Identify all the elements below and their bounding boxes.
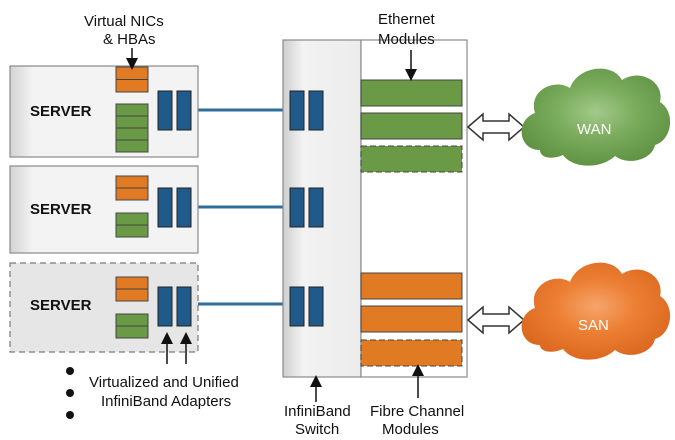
infiniband-adapter-port: [157, 187, 173, 228]
more-servers-ellipsis: [66, 367, 74, 419]
fibre-channel-module-virtual: [360, 339, 463, 367]
fibre-channel-module: [360, 272, 463, 300]
virtual-nics-label-line2: & HBAs: [103, 31, 156, 48]
connection-lines: [197, 108, 283, 306]
infiniband-adapter-port: [157, 286, 173, 327]
infiniband-adapter-port: [176, 90, 192, 131]
san-label: SAN: [578, 317, 609, 334]
switch-port: [308, 90, 324, 131]
fibre-channel-label-line2: Modules: [382, 421, 439, 438]
infiniband-switch: [282, 39, 362, 378]
switch-port: [308, 187, 324, 228]
adapters-label-line2: InfiniBand Adapters: [101, 393, 231, 410]
ethernet-module: [360, 79, 463, 107]
server-box: SERVER: [9, 165, 199, 254]
server-label: SERVER: [30, 103, 92, 120]
ethernet-module: [360, 112, 463, 140]
server-label: SERVER: [30, 297, 92, 314]
switch-port: [289, 286, 305, 327]
ethernet-module-virtual: [360, 145, 463, 173]
infiniband-adapter-port: [176, 187, 192, 228]
ethernet-modules-label-line2: Modules: [378, 31, 435, 48]
wan-label: WAN: [577, 121, 611, 138]
switch-label-line2: Switch: [295, 421, 339, 438]
infiniband-adapter-port: [157, 90, 173, 131]
ethernet-modules-label: Ethernet: [378, 11, 436, 28]
adapters-label: Virtualized and Unified: [89, 374, 239, 391]
wan-cloud: WAN: [521, 68, 671, 166]
fibre-channel-label: Fibre Channel: [370, 403, 464, 420]
switch-port: [289, 90, 305, 131]
san-cloud: SAN: [521, 262, 671, 360]
module-chassis: [360, 39, 468, 378]
virtual-nics-label: Virtual NICs: [84, 13, 164, 30]
virtual-server-box: SERVER: [9, 262, 199, 353]
switch-port: [308, 286, 324, 327]
wan-double-arrow: [466, 112, 526, 142]
server-box: SERVER: [9, 65, 199, 158]
switch-label: InfiniBand: [284, 403, 351, 420]
san-double-arrow: [466, 305, 526, 335]
virtual-hba: [115, 103, 149, 153]
infiniband-adapter-port: [176, 286, 192, 327]
fibre-channel-module: [360, 305, 463, 333]
server-label: SERVER: [30, 201, 92, 218]
switch-port: [289, 187, 305, 228]
